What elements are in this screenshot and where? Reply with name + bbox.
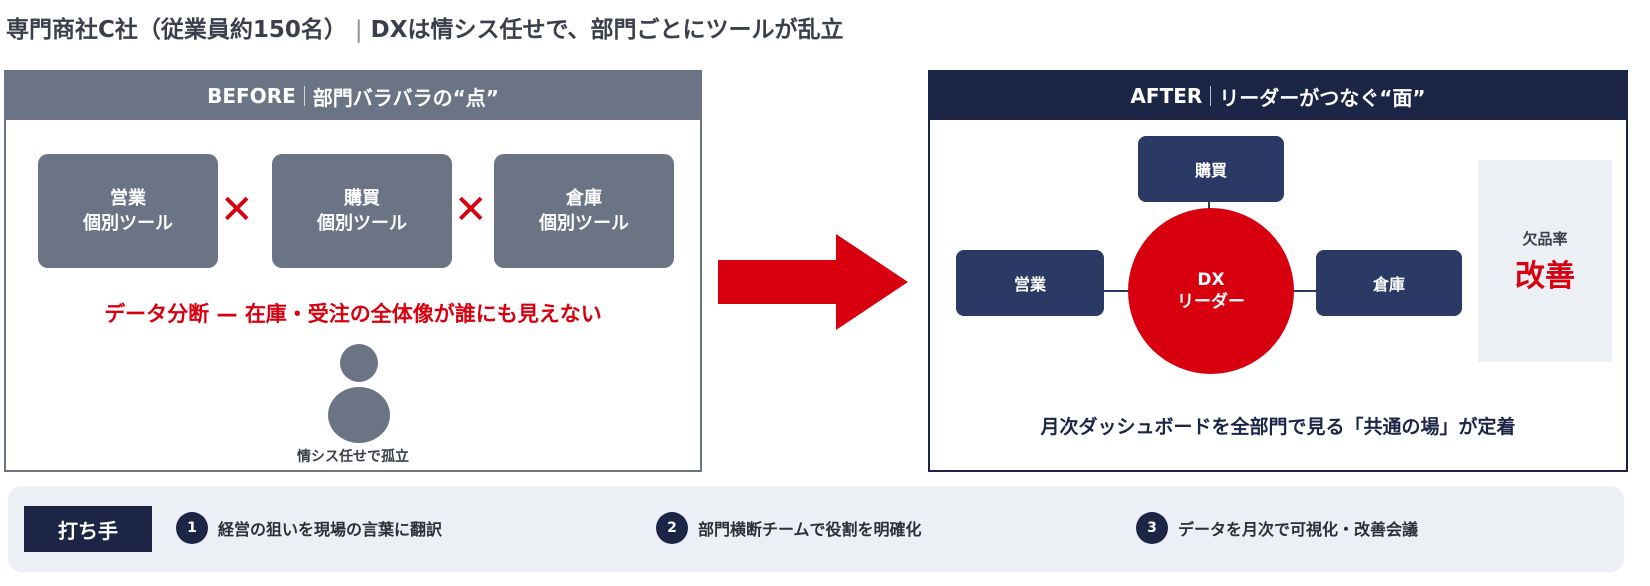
tool-purchasing: 購買 個別ツール [272, 154, 452, 268]
step-text: 部門横断チームで役割を明確化 [698, 520, 922, 539]
before-subtitle: 部門バラバラの“点” [312, 85, 499, 110]
cross-icon: ✕ [220, 187, 254, 233]
tool-dept: 倉庫 [566, 187, 602, 209]
tool-desc: 個別ツール [317, 213, 407, 234]
headline: DXは情シス任せで、部門ごとにツールが乱立 [370, 17, 844, 43]
after-subtitle: リーダーがつなぐ“面” [1219, 85, 1426, 110]
right-arrow-icon [718, 234, 908, 330]
step-text: 経営の狙いを現場の言葉に翻訳 [218, 520, 443, 539]
after-label: AFTER [1130, 84, 1203, 108]
problem-dash: — [216, 302, 238, 326]
tool-dept: 営業 [110, 187, 146, 209]
header-divider [1210, 86, 1212, 106]
tool-dept: 購買 [344, 187, 380, 209]
header-divider [303, 86, 305, 106]
hub-line1: DX [1197, 269, 1225, 290]
step-text: データを月次で可視化・改善会議 [1178, 520, 1419, 539]
step-number: 1 [176, 512, 208, 544]
connector-right [1292, 290, 1318, 292]
title-separator: | [354, 17, 363, 43]
person-icon-head [340, 344, 378, 382]
tool-warehouse: 倉庫 個別ツール [494, 154, 674, 268]
kpi-card: 欠品率 改善 [1478, 160, 1612, 362]
after-header: AFTER リーダーがつなぐ“面” [930, 72, 1626, 120]
actions-bar: 打ち手 1 経営の狙いを現場の言葉に翻訳 2 部門横断チームで役割を明確化 3 … [8, 486, 1624, 572]
node-sales: 営業 [956, 250, 1104, 316]
node-warehouse: 倉庫 [1316, 250, 1462, 316]
before-header: BEFORE 部門バラバラの“点” [6, 72, 700, 120]
kpi-label: 欠品率 [1522, 229, 1568, 248]
before-label: BEFORE [207, 84, 296, 108]
before-panel: BEFORE 部門バラバラの“点” 営業 個別ツール ✕ 購買 個別ツール ✕ … [4, 70, 702, 472]
problem-left: データ分断 [104, 302, 210, 326]
kpi-value: 改善 [1515, 258, 1575, 294]
page-title: 専門商社C社（従業員約150名） | DXは情シス任せで、部門ごとにツールが乱立 [6, 10, 844, 44]
tool-sales: 営業 個別ツール [38, 154, 218, 268]
after-panel: AFTER リーダーがつなぐ“面” 購買 営業 倉庫 DX リーダー 欠品率 改… [928, 70, 1628, 472]
connector-top [1208, 202, 1210, 210]
person-icon-body [328, 387, 390, 443]
node-purchasing: 購買 [1138, 136, 1284, 202]
hub-line2: リーダー [1177, 292, 1245, 312]
tool-desc: 個別ツール [83, 213, 173, 234]
step-number: 2 [656, 512, 688, 544]
action-step-3: 3 データを月次で可視化・改善会議 [1136, 512, 1418, 544]
after-caption: 月次ダッシュボードを全部門で見る「共通の場」が定着 [1040, 416, 1516, 438]
dx-leader-hub: DX リーダー [1128, 208, 1294, 374]
step-number: 3 [1136, 512, 1168, 544]
action-step-1: 1 経営の狙いを現場の言葉に翻訳 [176, 512, 442, 544]
company-label: 専門商社C社（従業員約150名） [6, 17, 347, 43]
action-step-2: 2 部門横断チームで役割を明確化 [656, 512, 922, 544]
person-label: 情シス任せで孤立 [297, 449, 409, 465]
actions-tag: 打ち手 [24, 506, 152, 552]
problem-right: 在庫・受注の全体像が誰にも見えない [244, 302, 602, 326]
tool-desc: 個別ツール [539, 213, 629, 234]
connector-left [1104, 290, 1130, 292]
problem-statement: データ分断 — 在庫・受注の全体像が誰にも見えない [6, 298, 700, 328]
cross-icon: ✕ [454, 187, 488, 233]
